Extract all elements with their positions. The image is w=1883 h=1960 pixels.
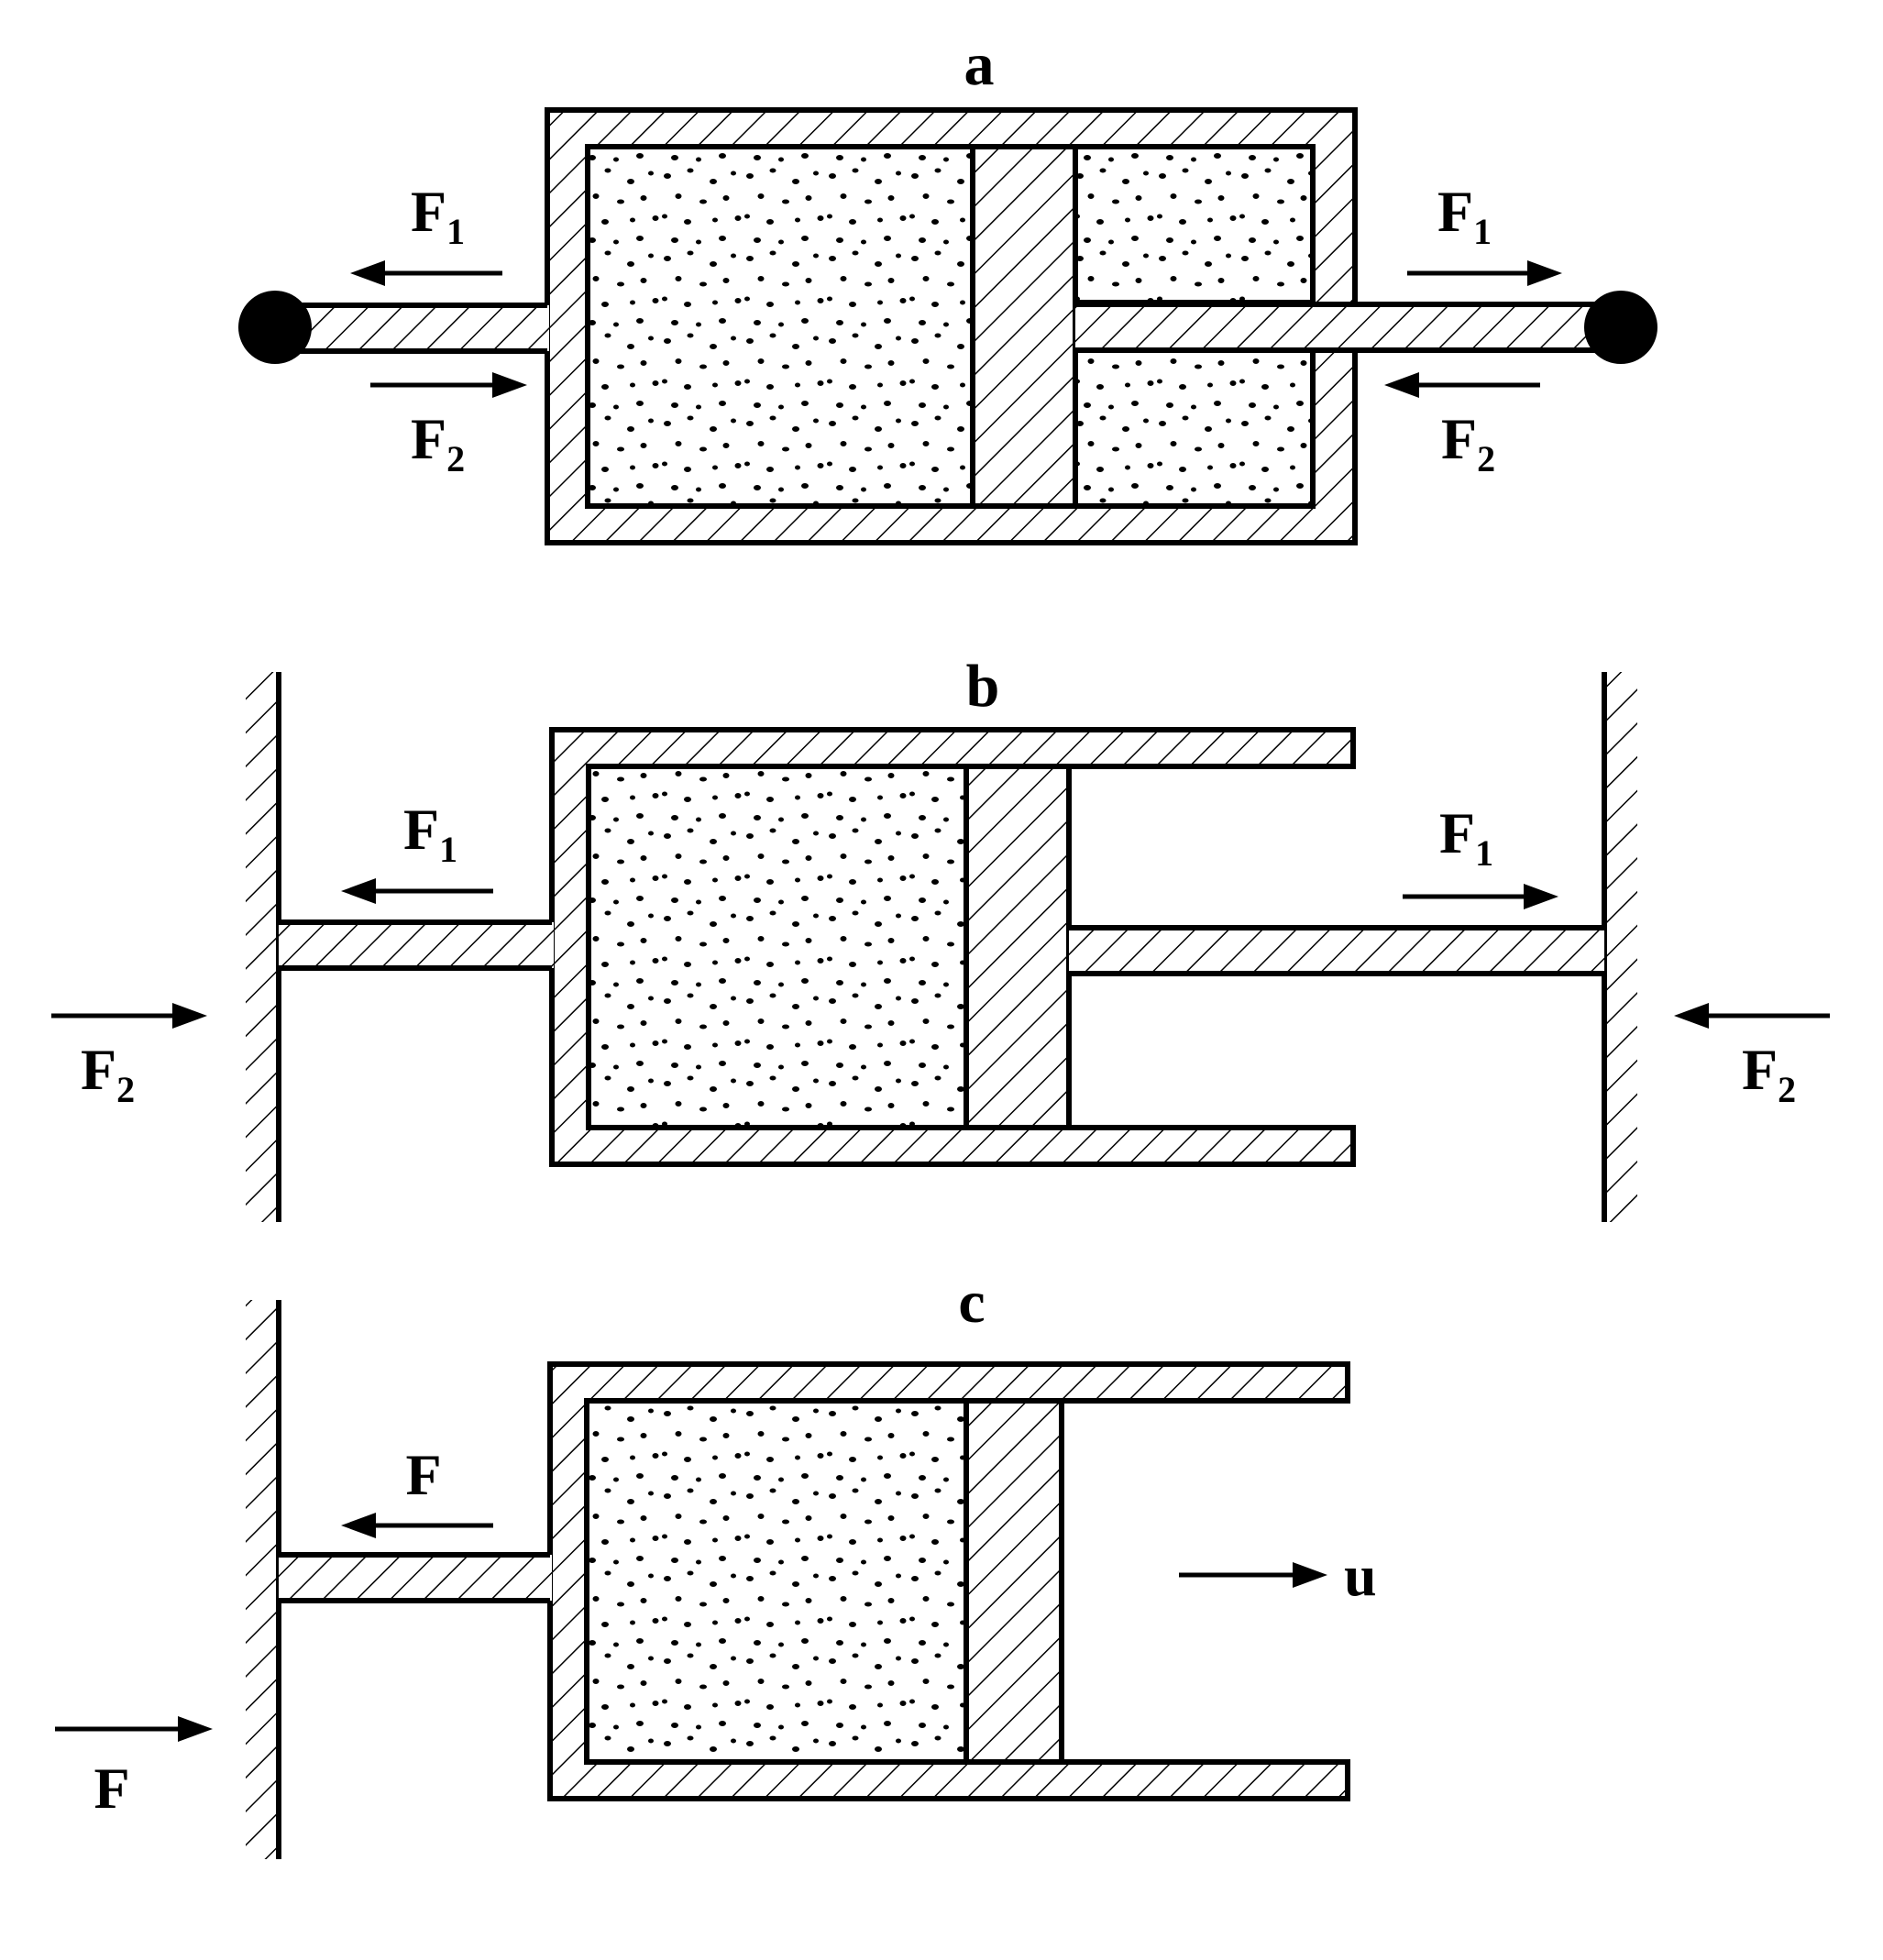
panel-c: c F F u: [55, 1269, 1377, 1859]
panel-a-gas-right-bottom: [1073, 347, 1316, 509]
panel-b-arrow-right-f1: [1524, 884, 1558, 909]
panel-b-left-rod: [279, 922, 554, 968]
panel-a-label-left-f1: F1: [411, 179, 465, 252]
panel-a-arrow-right-f1: [1527, 260, 1562, 286]
panel-b: b F1 F2 F1 F2: [51, 653, 1830, 1222]
panel-b-right-wall: [1604, 672, 1637, 1222]
panel-a-right-joint: [1584, 291, 1657, 364]
panel-b-label-left-f2: F2: [81, 1037, 135, 1110]
panel-c-rod: [279, 1555, 552, 1601]
panel-a-left-rod: [275, 305, 549, 351]
panel-c-label-wall-f: F: [94, 1756, 129, 1821]
panel-a-arrow-left-f2: [492, 372, 527, 398]
panel-a-arrow-left-f1: [350, 260, 385, 286]
panel-b-label-left-f1: F1: [403, 797, 457, 870]
panel-b-left-wall: [246, 672, 279, 1222]
panel-c-piston: [966, 1401, 1062, 1762]
panel-a-left-joint: [238, 291, 312, 364]
panel-c-label-left-f: F: [405, 1442, 441, 1507]
panel-b-arrow-left-f1: [341, 878, 376, 904]
panel-c-label-velocity: u: [1344, 1543, 1377, 1608]
panel-c-gas: [584, 1398, 969, 1765]
panel-c-arrow-wall-f: [178, 1716, 213, 1742]
panel-b-label-right-f1: F1: [1439, 800, 1493, 874]
panel-a-piston: [973, 147, 1075, 506]
panel-b-arrow-right-f2: [1674, 1003, 1709, 1029]
panel-a-label-right-f2: F2: [1441, 406, 1495, 479]
panel-b-gas: [586, 764, 969, 1130]
panel-a-label-left-f2: F2: [411, 406, 465, 479]
panel-c-left-wall: [246, 1300, 279, 1859]
panel-a-title: a: [964, 31, 995, 98]
panel-c-title: c: [958, 1269, 985, 1336]
panel-a-arrow-right-f2: [1384, 372, 1419, 398]
panel-c-arrow-velocity: [1293, 1562, 1327, 1588]
panel-a-gas-right-top: [1073, 144, 1316, 305]
panel-b-piston: [966, 766, 1069, 1128]
panel-a: a F1 F2 F1 F2: [238, 31, 1657, 545]
panel-c-arrow-left-f: [341, 1513, 376, 1538]
panel-a-right-rod: [1075, 304, 1628, 350]
panel-b-title: b: [966, 653, 1000, 720]
panel-b-label-right-f2: F2: [1742, 1037, 1796, 1110]
panel-b-right-rod: [1069, 928, 1604, 974]
panel-b-arrow-left-f2: [172, 1003, 207, 1029]
panel-a-label-right-f1: F1: [1437, 179, 1492, 252]
panel-a-gas-left: [585, 144, 975, 509]
